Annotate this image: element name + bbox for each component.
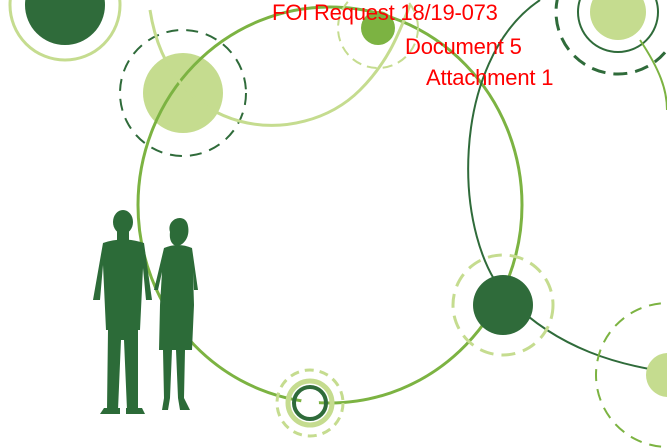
top-left-circle-cluster <box>8 0 122 62</box>
document-number-stamp: Document 5 <box>405 34 522 59</box>
left-light-circle-cluster <box>119 29 247 157</box>
foi-request-stamp: FOI Request 18/19-073 <box>272 0 498 25</box>
top-right-arc <box>639 39 667 111</box>
light-arc-line <box>148 4 412 127</box>
attachment-number-stamp: Attachment 1 <box>426 65 554 90</box>
top-right-circle-cluster <box>554 0 667 76</box>
right-dark-circle-cluster <box>451 253 555 357</box>
right-edge-circle-cluster <box>595 302 667 448</box>
man-silhouette <box>93 210 152 414</box>
bottom-ring-cluster <box>275 368 345 438</box>
woman-silhouette <box>154 218 198 410</box>
top-center-circle-cluster <box>337 0 419 69</box>
